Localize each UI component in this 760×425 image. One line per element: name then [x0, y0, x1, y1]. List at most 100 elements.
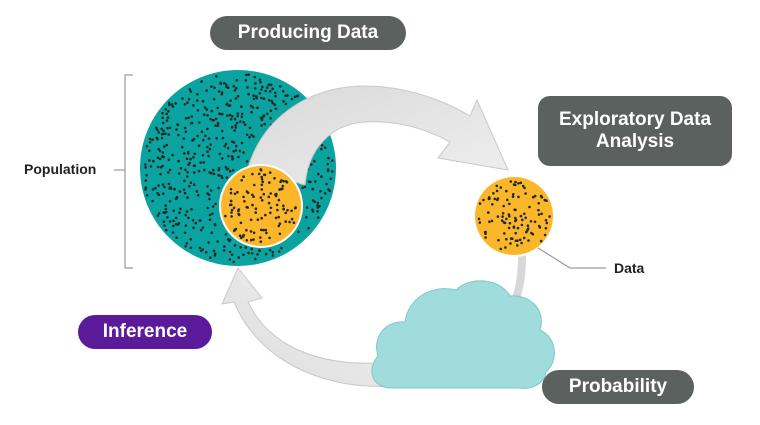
speckle-dot [171, 105, 175, 108]
speckle-dot [245, 160, 249, 163]
speckle-dot [220, 129, 224, 133]
speckle-dot [233, 129, 236, 132]
speckle-dot [144, 188, 147, 191]
speckle-dot [164, 207, 168, 211]
speckle-dot [190, 121, 194, 125]
speckle-dot [242, 195, 245, 199]
speckle-dot [168, 220, 172, 223]
speckle-dot [187, 163, 190, 166]
speckle-dot [517, 182, 520, 185]
speckle-dot [279, 187, 283, 191]
speckle-dot [543, 233, 547, 237]
speckle-dot [316, 216, 320, 219]
speckle-dot [260, 216, 264, 220]
speckle-dot [224, 214, 227, 218]
speckle-dot [236, 94, 240, 98]
speckle-dot [326, 162, 330, 166]
speckle-dot [245, 205, 248, 209]
speckle-dot [196, 193, 200, 197]
speckle-dot [259, 196, 263, 199]
speckle-dot [195, 190, 199, 193]
speckle-dot [209, 117, 212, 121]
speckle-dot [220, 92, 224, 96]
speckle-dot [189, 181, 193, 184]
speckle-dot [235, 121, 239, 125]
speckle-dot [151, 199, 154, 203]
speckle-dot [166, 126, 169, 130]
speckle-dot [166, 216, 169, 219]
speckle-dot [310, 163, 313, 166]
speckle-dot [510, 237, 514, 240]
speckle-dot [323, 146, 327, 149]
speckle-dot [317, 172, 320, 176]
speckle-dot [316, 210, 319, 213]
speckle-dot [326, 168, 330, 171]
speckle-dot [243, 200, 246, 203]
speckle-dot [200, 80, 203, 83]
speckle-dot [183, 103, 187, 106]
speckle-dot [185, 210, 189, 213]
speckle-dot [207, 154, 210, 158]
speckle-dot [166, 116, 170, 119]
speckle-dot [156, 214, 160, 217]
speckle-dot [256, 106, 259, 110]
speckle-dot [202, 161, 205, 164]
speckle-dot [279, 180, 282, 184]
speckle-dot [292, 221, 296, 224]
speckle-dot [172, 219, 175, 223]
speckle-dot [210, 109, 214, 113]
speckle-dot [261, 180, 265, 184]
speckle-dot [495, 189, 499, 193]
speckle-dot [268, 90, 272, 93]
speckle-dot [524, 192, 527, 195]
speckle-dot [514, 180, 517, 184]
speckle-dot [282, 208, 285, 211]
speckle-dot [156, 128, 159, 132]
speckle-dot [278, 85, 282, 88]
speckle-dot [505, 237, 508, 241]
speckle-dot [260, 188, 264, 191]
speckle-dot [232, 206, 236, 210]
speckle-dot [311, 208, 314, 212]
speckle-dot [260, 228, 263, 232]
speckle-dot [242, 120, 245, 124]
speckle-dot [258, 92, 262, 95]
speckle-dot [174, 216, 178, 220]
speckle-dot [495, 184, 499, 188]
speckle-dot [207, 193, 211, 197]
speckle-dot [185, 157, 189, 161]
speckle-dot [232, 150, 235, 153]
speckle-dot [242, 253, 245, 257]
speckle-dot [217, 167, 221, 170]
speckle-dot [537, 202, 540, 205]
speckle-dot [176, 123, 179, 126]
speckle-dot [286, 94, 289, 97]
speckle-dot [254, 207, 258, 210]
speckle-dot [184, 130, 188, 134]
speckle-dot [487, 196, 491, 199]
speckle-dot [214, 117, 218, 121]
speckle-dot [242, 175, 245, 178]
speckle-dot [177, 133, 180, 137]
speckle-dot [319, 190, 322, 193]
speckle-dot [162, 129, 165, 133]
speckle-dot [256, 218, 260, 221]
speckle-dot [281, 184, 285, 188]
speckle-dot [144, 163, 147, 166]
speckle-dot [182, 137, 186, 140]
speckle-dot [519, 181, 523, 185]
speckle-dot [264, 252, 268, 256]
speckle-dot [228, 169, 232, 173]
speckle-dot [213, 222, 217, 226]
speckle-dot [232, 260, 235, 264]
speckle-dot [327, 156, 330, 160]
speckle-dot [160, 133, 164, 136]
speckle-dot [201, 154, 205, 157]
speckle-dot [503, 221, 507, 225]
speckle-dot [238, 149, 242, 153]
speckle-dot [487, 211, 490, 214]
speckle-dot [192, 156, 195, 159]
speckle-dot [230, 140, 234, 143]
speckle-dot [163, 145, 166, 148]
speckle-dot [216, 240, 219, 243]
